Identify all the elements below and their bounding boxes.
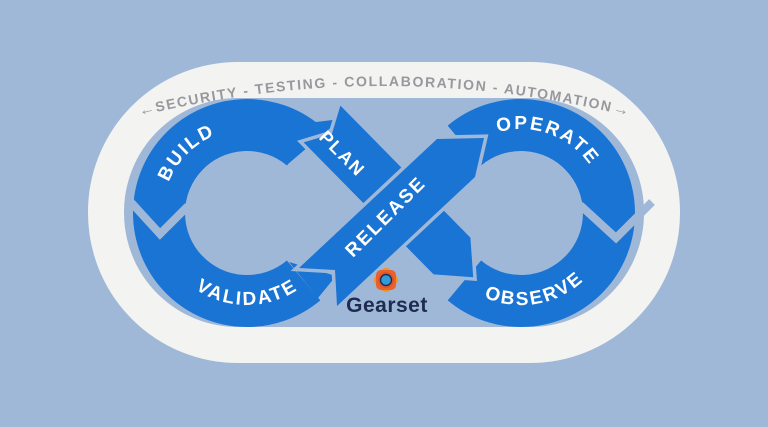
left-loop-ring — [133, 99, 321, 327]
gearset-logo: Gearset — [346, 267, 428, 317]
right-loop-notch-stripe — [577, 199, 655, 244]
header-left-arrow-icon: ← — [137, 100, 157, 120]
gearset-gear-icon — [373, 267, 399, 293]
header-right-arrow-icon: → — [611, 100, 631, 120]
gearset-wordmark: Gearset — [346, 294, 428, 317]
left-loop-notch-stripe — [125, 196, 191, 240]
right-loop-ring — [447, 99, 635, 327]
release-band — [299, 138, 484, 306]
stadium-band — [88, 62, 680, 363]
